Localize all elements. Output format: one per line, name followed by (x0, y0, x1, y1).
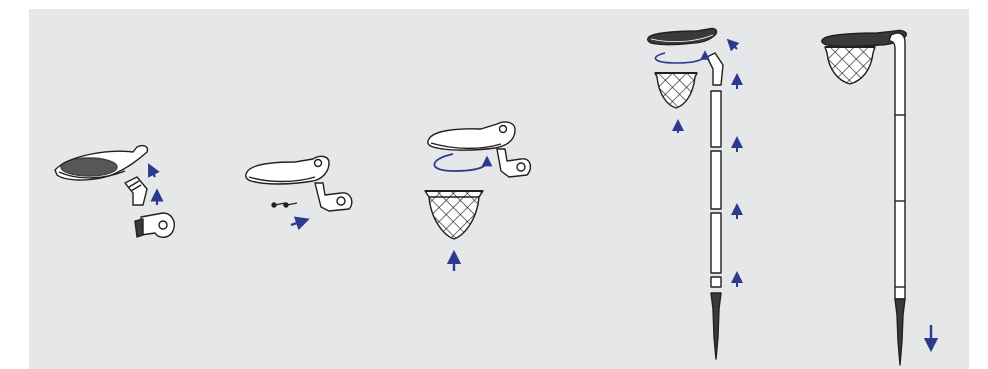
assembly-panel (29, 9, 969, 369)
step-4-pole-sections (711, 91, 721, 287)
step-1-wall-bracket (135, 213, 174, 237)
panel-background (29, 9, 969, 369)
